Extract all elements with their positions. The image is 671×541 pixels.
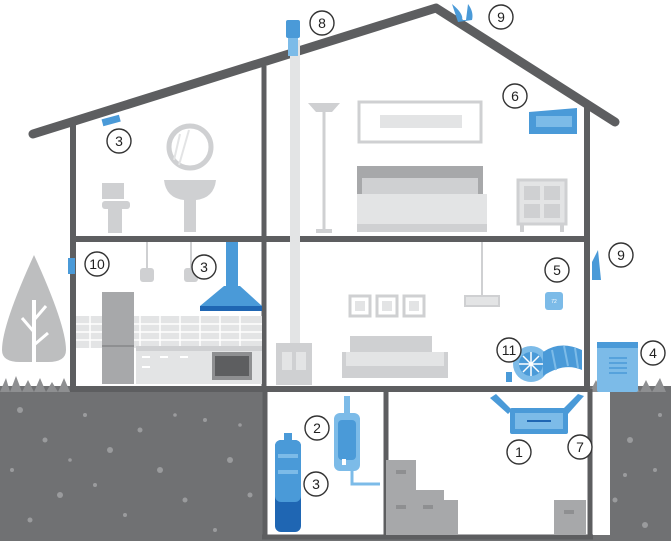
callout-label: 5 — [553, 262, 561, 278]
callout-label: 9 — [617, 247, 625, 263]
callout-10: 10 — [84, 251, 110, 277]
kitchen-exhaust-fan — [68, 258, 75, 274]
wood-stove — [276, 343, 312, 385]
ceiling-fixture — [464, 295, 500, 307]
callout-label: 2 — [313, 420, 321, 436]
basement — [275, 394, 586, 535]
heat-pump-outdoor-unit — [597, 342, 638, 392]
range-hood — [226, 242, 238, 286]
refrigerator — [102, 292, 134, 384]
callout-label: 3 — [312, 476, 320, 492]
tree — [2, 255, 66, 386]
callout-11: 11 — [496, 337, 522, 363]
bathroom — [101, 114, 216, 233]
callout-label: 1 — [515, 444, 523, 460]
callout-9-wall: 9 — [608, 242, 634, 268]
thermostat-reading: 72 — [551, 299, 557, 305]
callout-label: 6 — [511, 88, 519, 104]
callout-label: 3 — [115, 133, 123, 149]
callout-label: 7 — [576, 439, 584, 455]
callout-8: 8 — [309, 10, 335, 36]
floor-lamp — [308, 103, 340, 112]
bathroom-sink — [164, 180, 216, 200]
callout-6: 6 — [502, 83, 528, 109]
house-structure — [28, 3, 620, 540]
bathroom-exhaust-fan — [101, 114, 121, 127]
callout-1: 1 — [506, 439, 532, 465]
callout-label: 9 — [497, 9, 505, 25]
callout-3-bathroom: 3 — [106, 128, 132, 154]
callout-label: 10 — [89, 256, 105, 272]
callout-3-basement: 3 — [303, 471, 329, 497]
callout-2: 2 — [304, 415, 330, 441]
callout-label: 4 — [649, 345, 657, 361]
callout-3-kitchen: 3 — [191, 254, 217, 280]
callout-5: 5 — [544, 257, 570, 283]
bathroom-mirror — [166, 123, 214, 171]
roof-vent — [452, 4, 473, 22]
supply-duct — [490, 394, 512, 414]
kitchen — [68, 242, 262, 384]
thermostat — [545, 292, 563, 310]
pendant-light — [140, 268, 154, 282]
callout-7: 7 — [567, 434, 593, 460]
air-quality-monitor — [506, 372, 512, 382]
bedroom — [308, 100, 577, 233]
callout-4: 4 — [640, 340, 666, 366]
toilet — [102, 183, 124, 199]
callout-label: 3 — [200, 259, 208, 275]
living-room: 72 — [276, 242, 582, 385]
callout-label: 8 — [318, 15, 326, 31]
callout-9-roof: 9 — [488, 4, 514, 30]
flue-pipe — [286, 20, 300, 350]
callout-label: 11 — [502, 342, 517, 358]
wall-vent — [592, 250, 601, 280]
storage-boxes — [386, 460, 586, 535]
outdoor-equipment — [452, 4, 638, 392]
